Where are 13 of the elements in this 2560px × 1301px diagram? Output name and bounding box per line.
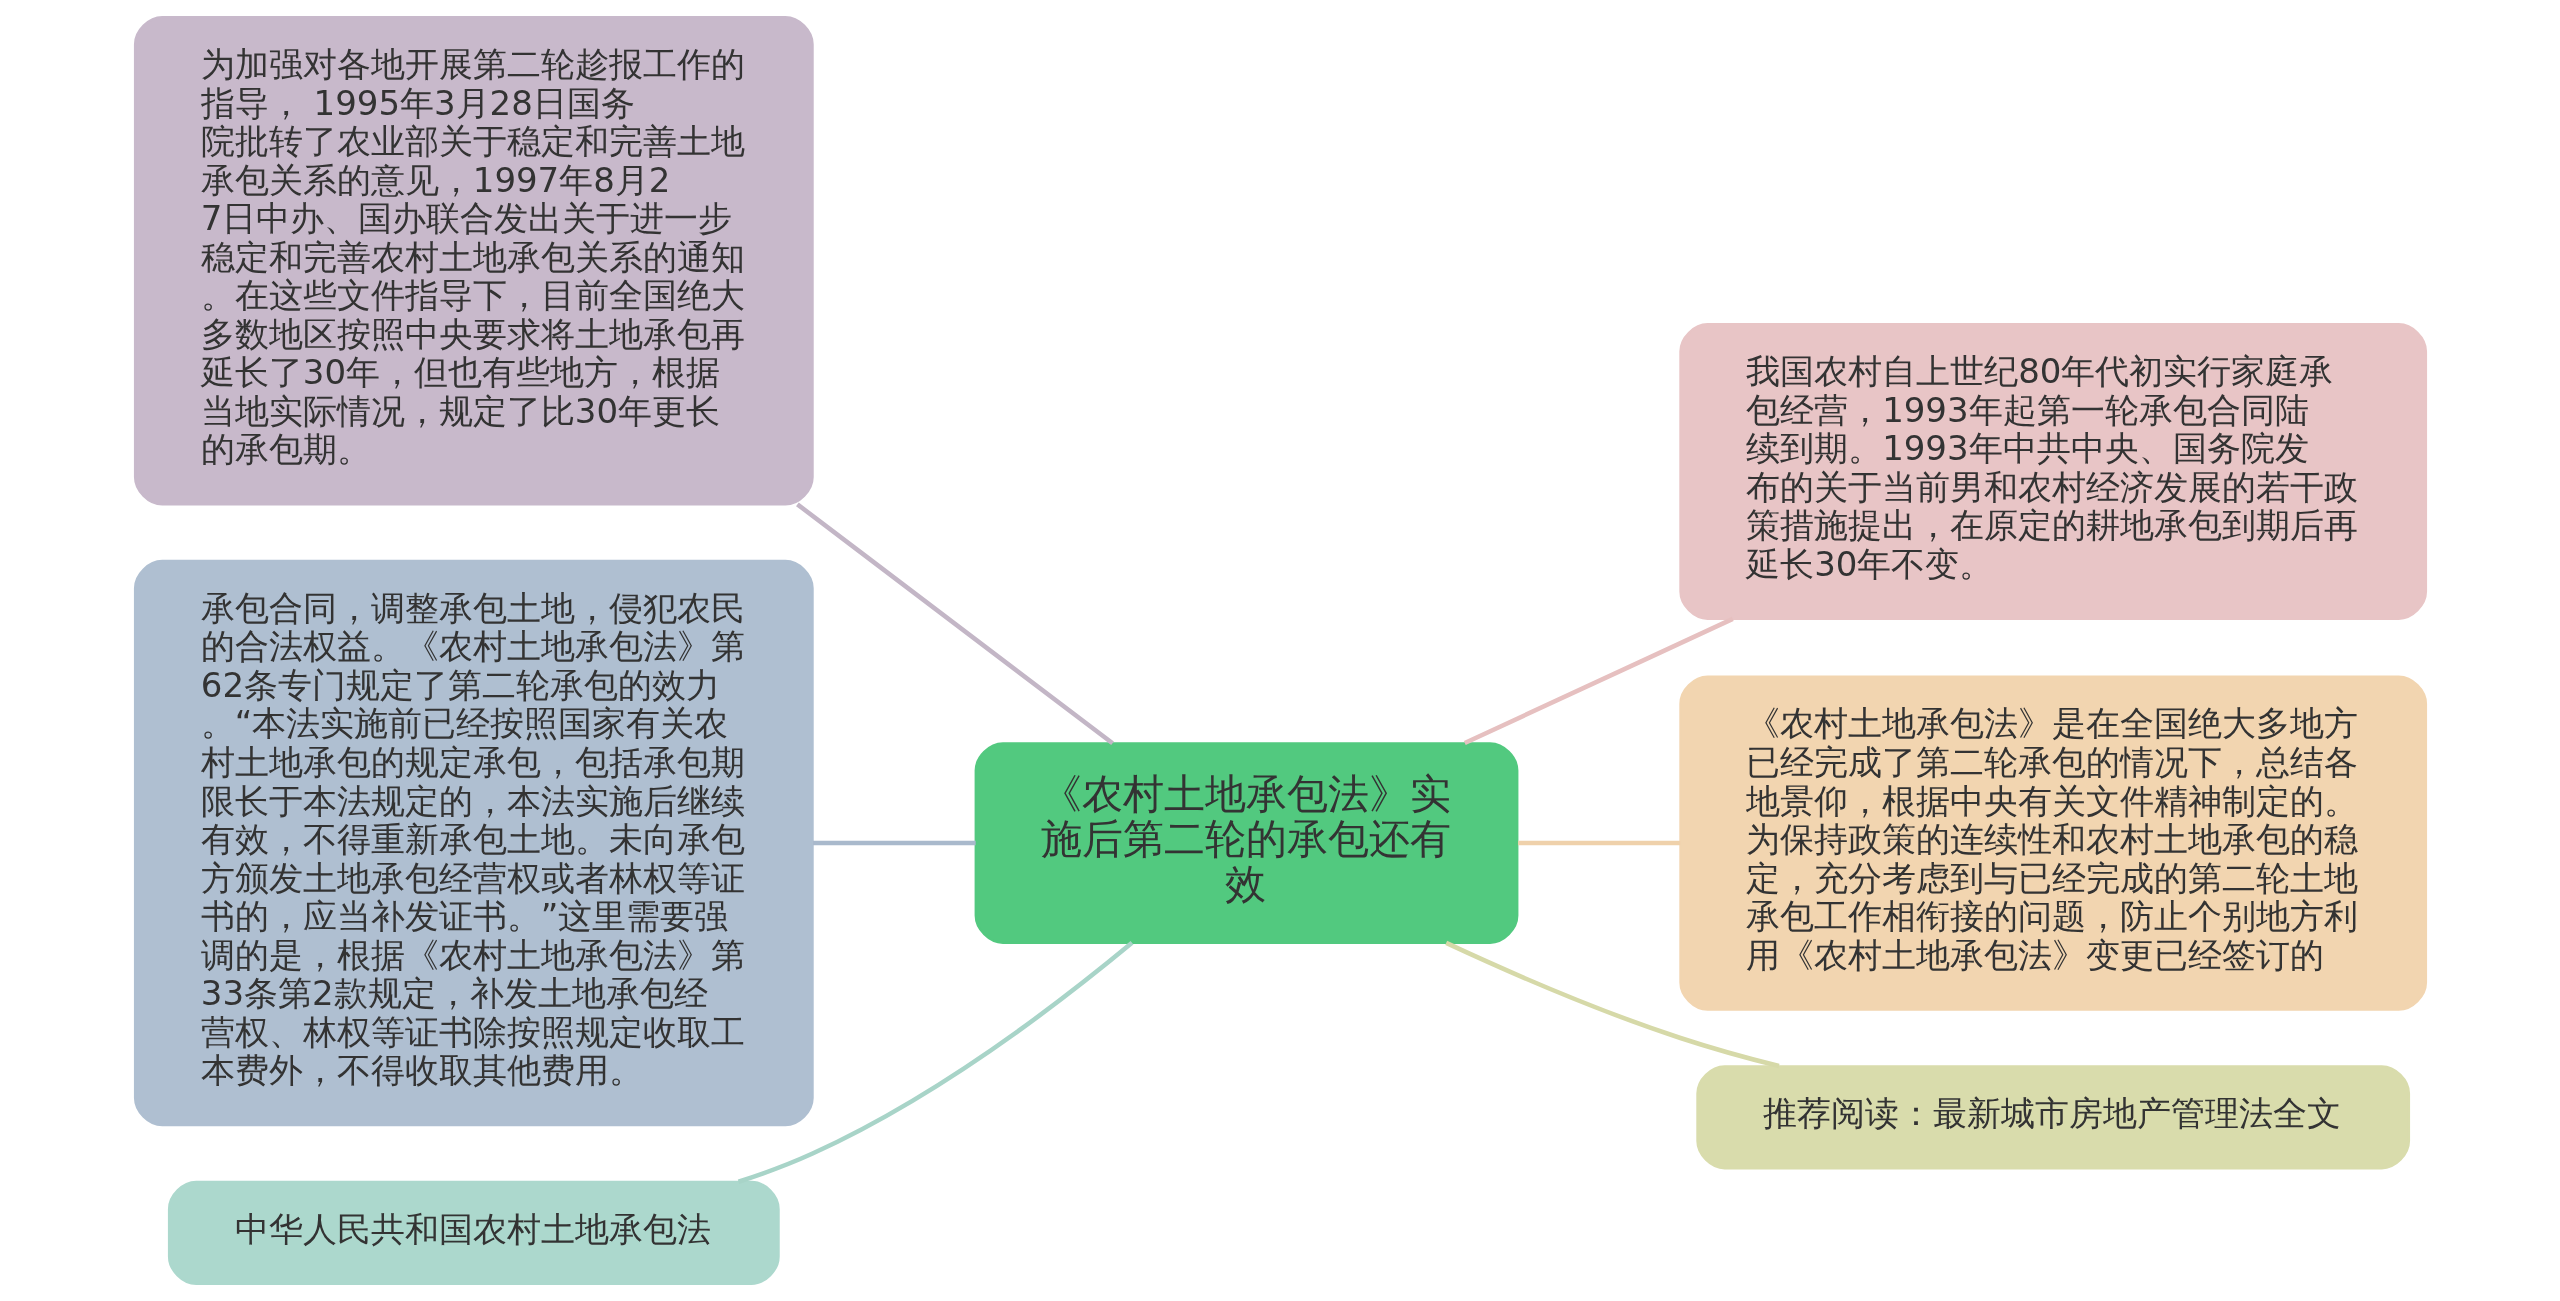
connector	[1517, 840, 1680, 846]
node-box: 为加强对各地开展第二轮趁报工作的指导， 1995年3月28日国务院批转了农业部关于稳定和完善土地承包关系的意见，1997年8月27日中办、国办联合发出关于进一步稳定和完善农村土地承包关系的通知。在这些文件指导下，目前全国绝大多数地区按照中央要求将土地承包再延长了30年，但也有些地方，根据当地实际情况，规定了比30年更长的承包期。	[133, 16, 814, 506]
node-box: 我国农村自上世纪80年代初实行家庭承包经营，1993年起第一轮承包合同陆续到期。1993年中共中央、国务院发布的关于当前男和农村经济发展的若干政策措施提出，在原定的耕地承包到期后再延长30年不变。	[1678, 323, 2427, 620]
node-box: 推荐阅读：最新城市房地产管理法全文	[1695, 1065, 2410, 1170]
connector	[1444, 940, 1780, 1069]
node-box: 中华人民共和国农村土地承包法	[167, 1180, 780, 1285]
connector	[795, 502, 1114, 746]
connector	[1463, 616, 1734, 746]
node-box: 《农村土地承包法》实施后第二轮的承包还有效	[974, 742, 1518, 944]
connector	[737, 941, 1133, 1184]
node-box: 承包合同，调整承包土地，侵犯农民的合法权益。《农村土地承包法》第62条专门规定了第二轮承包的效力。“本法实施前已经按照国家有关农村土地承包的规定承包，包括承包期限长于本法规定的，本法实施后继续有效，不得重新承包土地。未向承包方颁发土地承包经营权或者林权等证书的，应当补发证书。”这里需要强调的是，根据《农村土地承包法》第33条第2款规定，补发土地承包经营权、林权等证书除按照规定收取工本费外，不得收取其他费用。	[133, 559, 814, 1127]
node-box: 《农村土地承包法》是在全国绝大多地方已经完成了第二轮承包的情况下，总结各地景仰，根据中央有关文件精神制定的。为保持政策的连续性和农村土地承包的稳定，充分考虑到与已经完成的第二轮土地承包工作相衔接的问题，防止个别地方利用《农村土地承包法》变更已经签订的	[1678, 675, 2427, 1011]
connector	[812, 840, 976, 846]
